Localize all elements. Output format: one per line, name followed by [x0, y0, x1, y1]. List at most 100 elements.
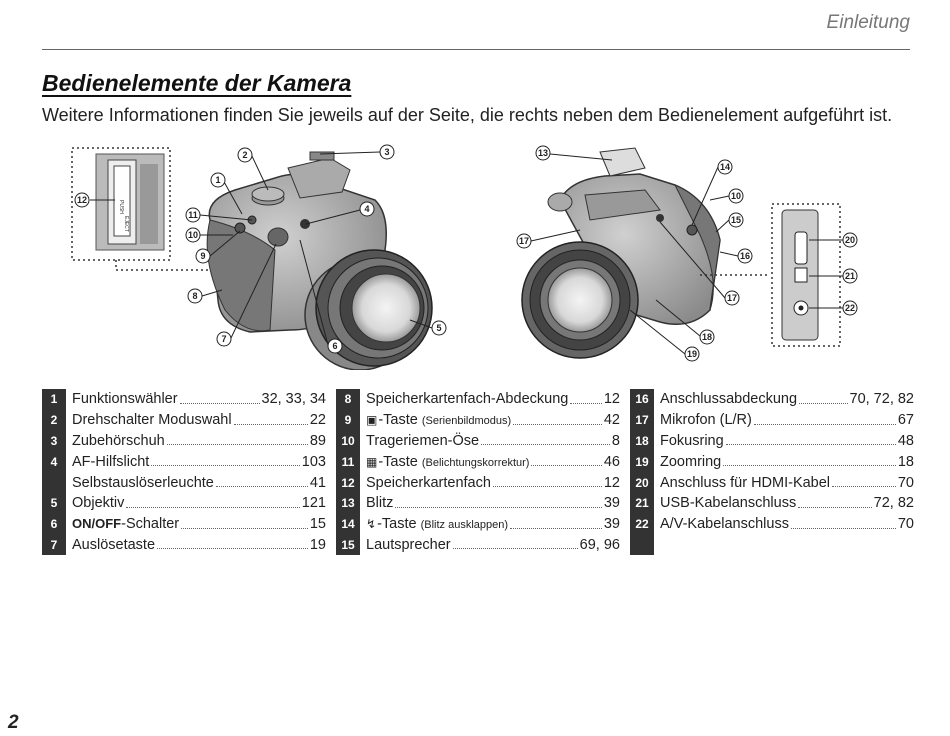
item-page: 19	[309, 536, 326, 553]
table-row: 6 ON/OFF-Schalter 15	[42, 513, 326, 535]
svg-text:5: 5	[436, 323, 441, 333]
card-slot-inset: PUSH EJECT	[71, 147, 171, 261]
left-callouts: 2 3 1 4 11 10 9 8 7 6 5 12	[74, 144, 447, 354]
item-number: 12	[336, 472, 360, 493]
table-row: 7 Auslösetaste 19	[42, 534, 326, 556]
flash-icon: ↯	[366, 517, 377, 532]
right-callouts: 13 14 10 15 16 17 17 18 19 20 21 22	[516, 145, 858, 362]
svg-text:14: 14	[720, 162, 730, 172]
item-number: 5	[42, 492, 66, 514]
controls-table-1: 1 Funktionswähler 32, 33, 34 2 Drehschalter…	[42, 389, 326, 556]
item-number: 2	[42, 409, 66, 431]
svg-text:1: 1	[215, 175, 220, 185]
header-rule	[42, 49, 910, 50]
item-label: Fokusring	[660, 432, 724, 449]
item-sublabel: (Blitz ausklappen)	[420, 519, 509, 532]
item-number: 19	[630, 451, 654, 473]
item-number: 9	[336, 409, 360, 431]
item-page: 69, 96	[579, 536, 620, 553]
item-page: 22	[309, 412, 326, 429]
item-label: USB-Kabelanschluss	[660, 495, 797, 512]
item-label: Lautsprecher	[366, 536, 451, 553]
item-number: 17	[630, 409, 654, 431]
svg-text:16: 16	[740, 251, 750, 261]
item-number: 3	[42, 430, 66, 452]
svg-text:4: 4	[364, 204, 369, 214]
item-label: Speicherkartenfach-Abdeckung	[366, 391, 569, 408]
svg-text:11: 11	[188, 210, 198, 220]
item-label: Trageriemen-Öse	[366, 432, 480, 449]
table-row: 1 Funktionswähler 32, 33, 34	[42, 389, 326, 410]
svg-text:12: 12	[77, 195, 87, 205]
item-sublabel: (Belichtungskorrektur)	[421, 456, 530, 469]
item-number: 14	[336, 513, 360, 535]
item-page: 12	[603, 391, 620, 408]
item-number: 6	[42, 513, 66, 535]
item-page: 39	[603, 495, 620, 512]
svg-text:15: 15	[731, 215, 741, 225]
item-label: Anschluss für HDMI-Kabel	[660, 474, 831, 491]
item-label: Drehschalter Moduswahl	[72, 412, 232, 429]
item-page: 18	[897, 453, 914, 470]
item-number: 16	[630, 389, 654, 410]
table-row: 15 Lautsprecher 69, 96	[336, 534, 620, 556]
item-page: 89	[309, 432, 326, 449]
item-label: AF-Hilfslicht	[72, 453, 150, 470]
item-page: 70	[897, 516, 914, 533]
item-number: 7	[42, 534, 66, 556]
svg-text:8: 8	[192, 291, 197, 301]
table-row: 14 ↯-Taste (Blitz ausklappen) 39	[336, 513, 620, 535]
page-number: 2	[8, 712, 19, 733]
item-page: 12	[603, 474, 620, 491]
item-label: ON/OFF-Schalter	[72, 516, 180, 533]
svg-text:3: 3	[384, 147, 389, 157]
item-label: Objektiv	[72, 495, 125, 512]
camera-illustration: PUSH EJECT 2 3 1 4 11 10 9 8 7 6 5 12	[71, 144, 858, 370]
item-label: -Taste	[377, 516, 417, 533]
item-page: 70	[897, 474, 914, 491]
item-number: 20	[630, 472, 654, 493]
item-label: Auslösetaste	[72, 536, 156, 553]
table-row: Selbstauslöserleuchte 41	[42, 472, 326, 493]
item-page: 42	[603, 412, 620, 429]
table-row: 20 Anschluss für HDMI-Kabel 70	[630, 472, 914, 493]
item-page: 32, 33, 34	[261, 391, 327, 408]
card-slot-label-2: EJECT	[123, 216, 129, 232]
item-number	[630, 534, 654, 556]
table-row: 11▦-Taste (Belichtungskorrektur)46	[336, 451, 620, 473]
burst-mode-icon: ▣	[366, 413, 378, 428]
item-number: 18	[630, 430, 654, 452]
item-page: 8	[611, 432, 620, 449]
svg-text:7: 7	[221, 334, 226, 344]
item-label: Zoomring	[660, 453, 722, 470]
item-label: Funktionswähler	[72, 391, 178, 408]
item-page: 41	[309, 474, 326, 491]
section-header: Einleitung	[826, 12, 910, 33]
item-page: 39	[603, 516, 620, 533]
item-page: 46	[603, 453, 620, 470]
item-label: -Taste	[378, 453, 418, 470]
item-page: 15	[309, 516, 326, 533]
item-number: 10	[336, 430, 360, 452]
port-inset	[700, 203, 841, 347]
item-number: 4	[42, 451, 66, 473]
item-number: 22	[630, 513, 654, 535]
svg-text:20: 20	[845, 235, 855, 245]
item-label: Selbstauslöserleuchte	[72, 474, 214, 491]
item-number: 1	[42, 389, 66, 410]
item-number: 15	[336, 534, 360, 556]
item-sublabel: (Serienbildmodus)	[421, 415, 512, 428]
table-row: 9▣-Taste (Serienbildmodus)42	[336, 409, 620, 431]
camera-rear-view	[521, 147, 721, 359]
item-page: 72, 82	[873, 495, 914, 512]
svg-text:10: 10	[731, 191, 741, 201]
camera-front-view	[206, 151, 433, 370]
